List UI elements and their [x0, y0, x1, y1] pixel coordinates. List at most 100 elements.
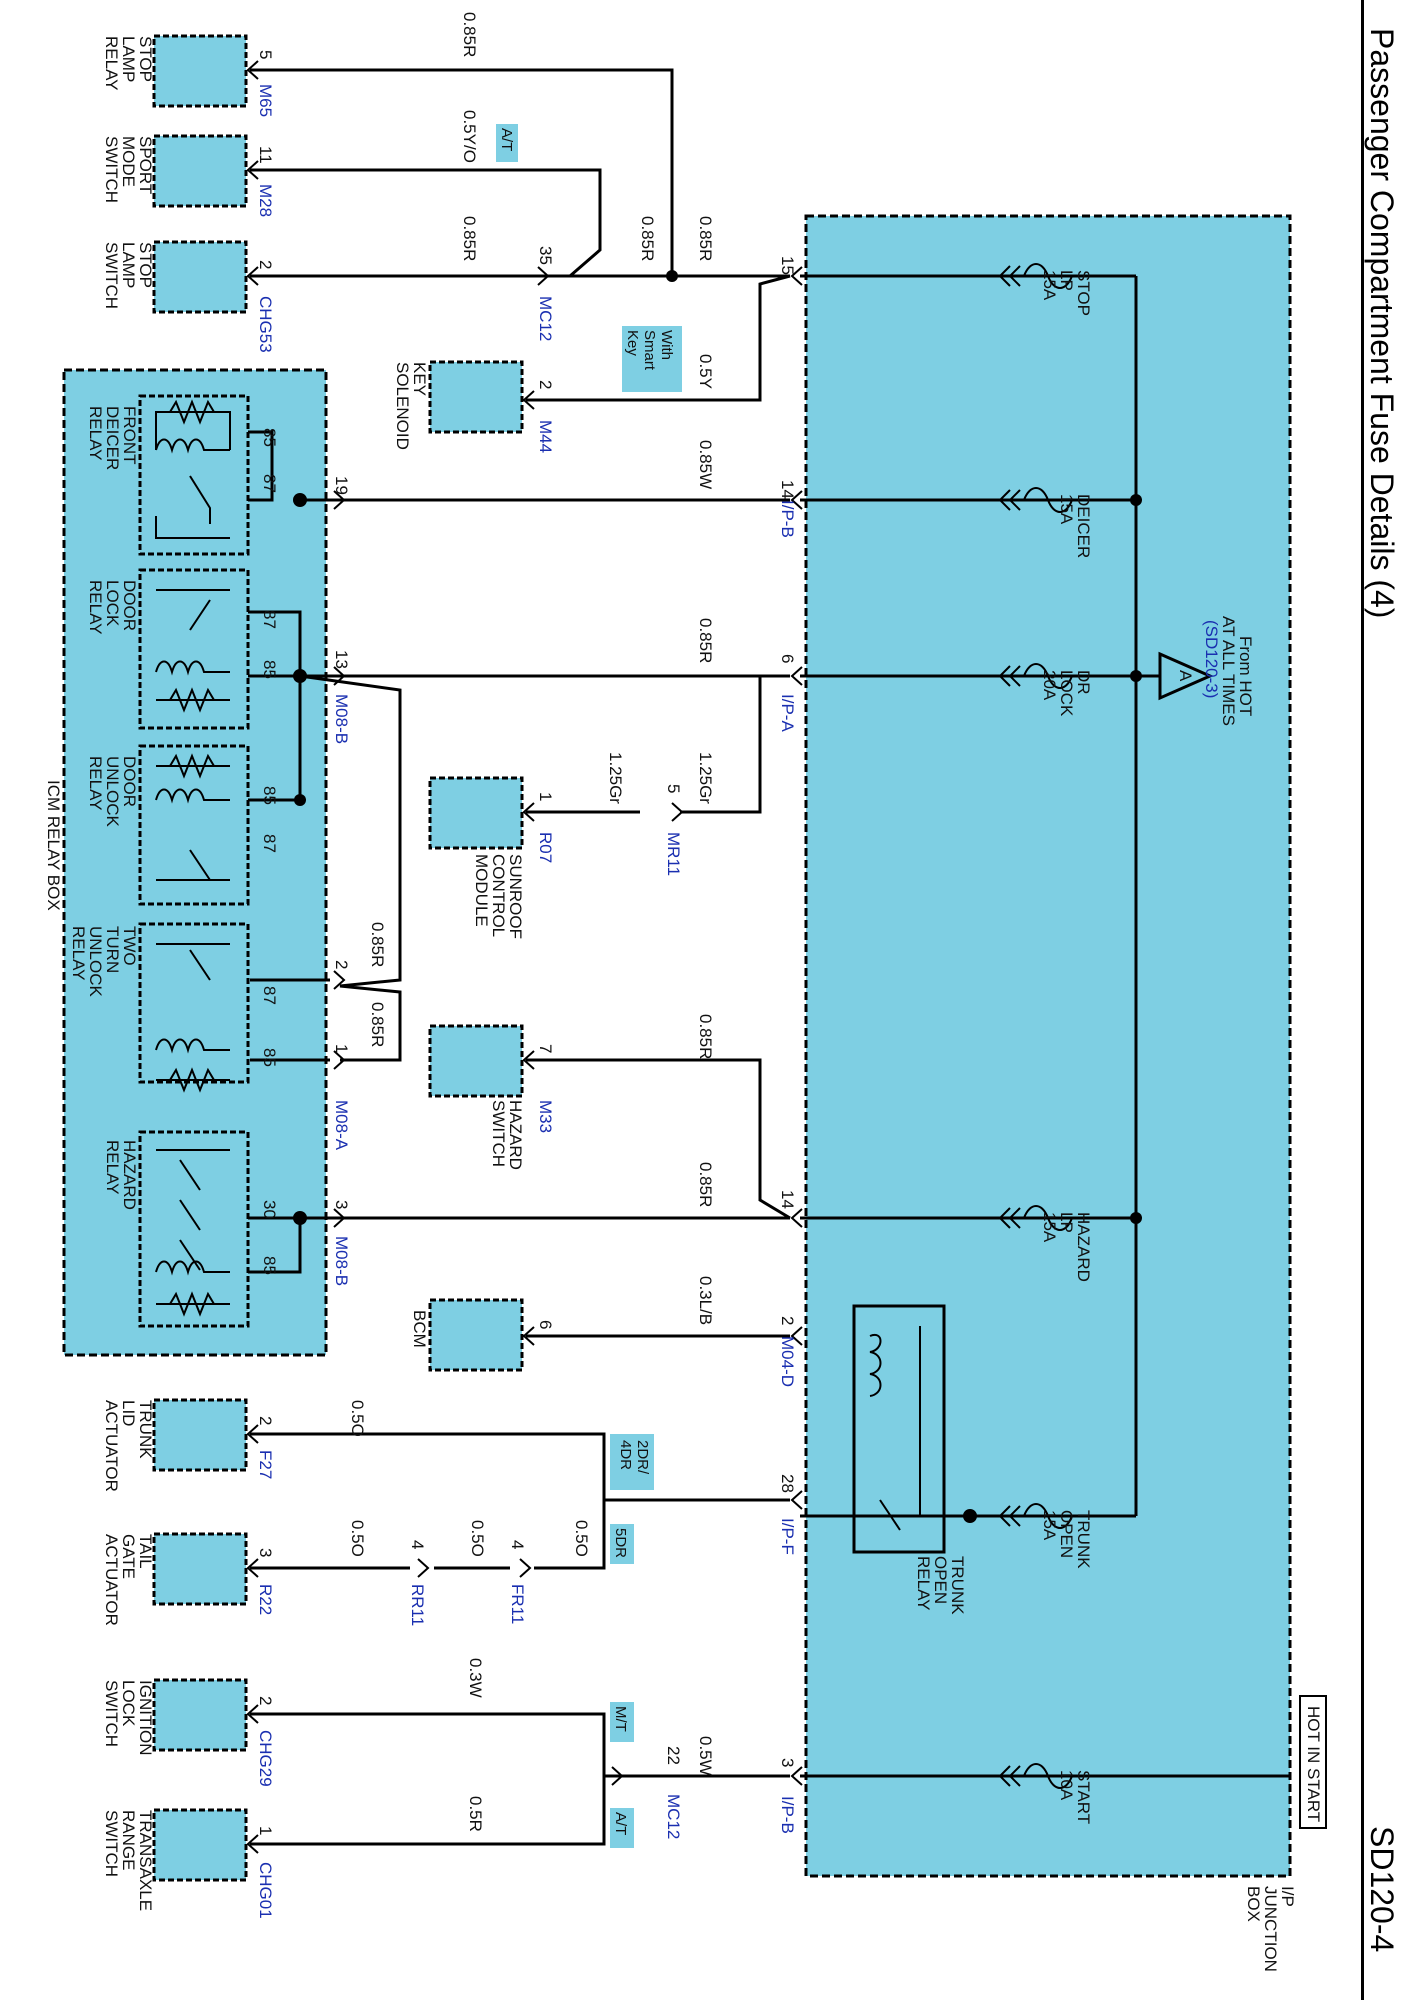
connector-16: RR11 [408, 1584, 427, 1626]
pin-label-8: 6 [778, 654, 797, 663]
transaxle-label: TRANSAXLERANGESWITCH [102, 1810, 155, 1911]
option-2dr-4dr: 2DR/4DR [617, 1440, 651, 1475]
pin-label-15: 14 [778, 1190, 797, 1209]
relay-pin-1: 87 [260, 474, 279, 493]
stop-lamp-switch-label: STOPLAMPSWITCH [102, 242, 155, 309]
trunk-open-relay-label: TRUNKOPENRELAY [914, 1556, 967, 1615]
pin-label-7: 19 [332, 476, 351, 495]
connector-18: CHG29 [256, 1730, 275, 1787]
door-lock-relay-label: DOORLOCKRELAY [86, 580, 139, 635]
fuse-rating-2: 20A [1040, 670, 1059, 701]
junction-box [804, 214, 1292, 1878]
option-at-2: A/T [612, 1812, 629, 1835]
pin-label-6: 14 [778, 480, 797, 499]
wire-label-12: 0.85R [696, 1014, 715, 1059]
connector-7: M08-B [332, 694, 351, 744]
pin-label-19: 2 [256, 1416, 275, 1425]
relay-pin-2: 87 [260, 610, 279, 629]
hot-in-start-box [1299, 1695, 1327, 1829]
relay-pin-6: 87 [260, 986, 279, 1005]
connector-13: F27 [256, 1450, 275, 1479]
hot-in-start: HOT IN START [1304, 1706, 1323, 1822]
pin-label-25: 22 [664, 1746, 683, 1765]
fuse-name-5: START [1074, 1770, 1093, 1824]
pin-label-20: 28 [778, 1474, 797, 1493]
source-ref: (SD120-3) [1202, 620, 1221, 698]
source-from: From HOT [1236, 636, 1255, 716]
page-title: Passenger Compartment Fuse Details (4) [1364, 28, 1400, 619]
pin-label-5: 2 [536, 380, 555, 389]
sport-mode-switch-label: SPORTMODESWITCH [102, 136, 155, 203]
wire-label-10: 0.85R [368, 922, 387, 967]
wire-label-11: 0.85R [368, 1002, 387, 1047]
fuse-rating-3: 15A [1040, 1212, 1059, 1243]
sunroof-module-label: SUNROOFCONTROLMODULE [472, 854, 525, 939]
pin-label-9: 13 [332, 650, 351, 669]
relay-pin-0: 85 [260, 428, 279, 447]
wire-label-14: 0.3L/B [696, 1276, 715, 1325]
connector-15: R22 [256, 1584, 275, 1615]
fuse-name-4: TRUNKOPEN [1057, 1510, 1093, 1569]
wire-label-17: 0.5O [468, 1520, 487, 1557]
wire-label-6: 0.85W [696, 440, 715, 489]
connector-11: M33 [536, 1100, 555, 1133]
connector-1: M28 [256, 184, 275, 217]
wire-label-3: 0.85R [638, 216, 657, 261]
hazard-relay-label: HAZARDRELAY [103, 1140, 139, 1210]
pin-label-12: 2 [332, 960, 351, 969]
fuse-rating-0: 15A [1040, 270, 1059, 301]
bcm-label: BCM [410, 1310, 429, 1348]
wire-label-21: 0.5R [466, 1796, 485, 1832]
splice-dots [293, 270, 1142, 1225]
trunk-open-relay-box [852, 1304, 946, 1554]
relay-pin-4: 85 [260, 786, 279, 805]
pin-label-26: 3 [778, 1758, 797, 1767]
pin-label-21: 3 [256, 1548, 275, 1557]
wire-label-4: 0.85R [696, 216, 715, 261]
wires [248, 68, 1290, 1846]
wire-label-2: 0.85R [460, 216, 479, 261]
pin-label-23: 4 [508, 1540, 527, 1549]
pin-label-24: 2 [256, 1696, 275, 1705]
wire-label-8: 1.25Gr [606, 752, 625, 804]
wire-label-5: 0.5Y [696, 354, 715, 389]
hazard-switch-label: HAZARDSWITCH [489, 1100, 525, 1170]
pin-label-0: 5 [256, 50, 275, 59]
wiring-diagram: STOPLAMPRELAY SPORTMODESWITCH STOPLAMPSWIT… [44, 12, 1327, 1972]
pin-label-14: 7 [536, 1044, 555, 1053]
wire-label-7: 0.85R [696, 618, 715, 663]
fuse-name-1: DEICER [1074, 494, 1093, 558]
connector-8: MR11 [664, 832, 683, 876]
icm-relays [138, 394, 250, 1328]
trunk-lid-label: TRUNKLIDACTUATOR [102, 1400, 155, 1492]
pin-label-16: 3 [332, 1200, 351, 1209]
fuse-name-3: HAZARDLP [1057, 1212, 1093, 1282]
connector-21: I/P-B [778, 1796, 797, 1834]
option-5dr: 5DR [612, 1528, 629, 1558]
pin-label-27: 1 [256, 1826, 275, 1835]
fuse-rating-5: 10A [1057, 1770, 1076, 1801]
relay-internals [155, 399, 231, 1317]
text-layer: STOPLAMPRELAY SPORTMODESWITCH STOPLAMPSWIT… [44, 12, 1323, 1972]
relay-pin-5: 87 [260, 834, 279, 853]
trunk-open-relay-internals [869, 1326, 977, 1531]
relay-pin-8: 30 [260, 1200, 279, 1219]
pin-label-17: 6 [536, 1320, 555, 1329]
relay-pin-9: 85 [260, 1256, 279, 1275]
front-deicer-relay-label: FRONTDEICERRELAY [86, 406, 139, 470]
pin-label-18: 2 [778, 1316, 797, 1325]
wire-label-19: 0.3W [466, 1658, 485, 1698]
option-flags [496, 124, 682, 1848]
wire-label-9: 1.25Gr [696, 752, 715, 804]
stop-lamp-relay-label: STOPLAMPRELAY [102, 36, 155, 91]
connector-12: M04-D [778, 1336, 797, 1387]
door-unlock-relay-label: DOORUNLOCKRELAY [86, 756, 139, 828]
icm-relay-box-label: ICM RELAY BOX [44, 780, 63, 911]
option-smart-key: WithSmartKey [624, 330, 675, 371]
relay-pin-7: 85 [260, 1048, 279, 1067]
wire-label-16: 0.5O [348, 1520, 367, 1557]
fuse-rating-4: 15A [1040, 1510, 1059, 1541]
wire-label-20: 0.5W [696, 1736, 715, 1776]
connector-6: I/P-A [778, 694, 797, 732]
option-mt: M/T [612, 1706, 629, 1732]
